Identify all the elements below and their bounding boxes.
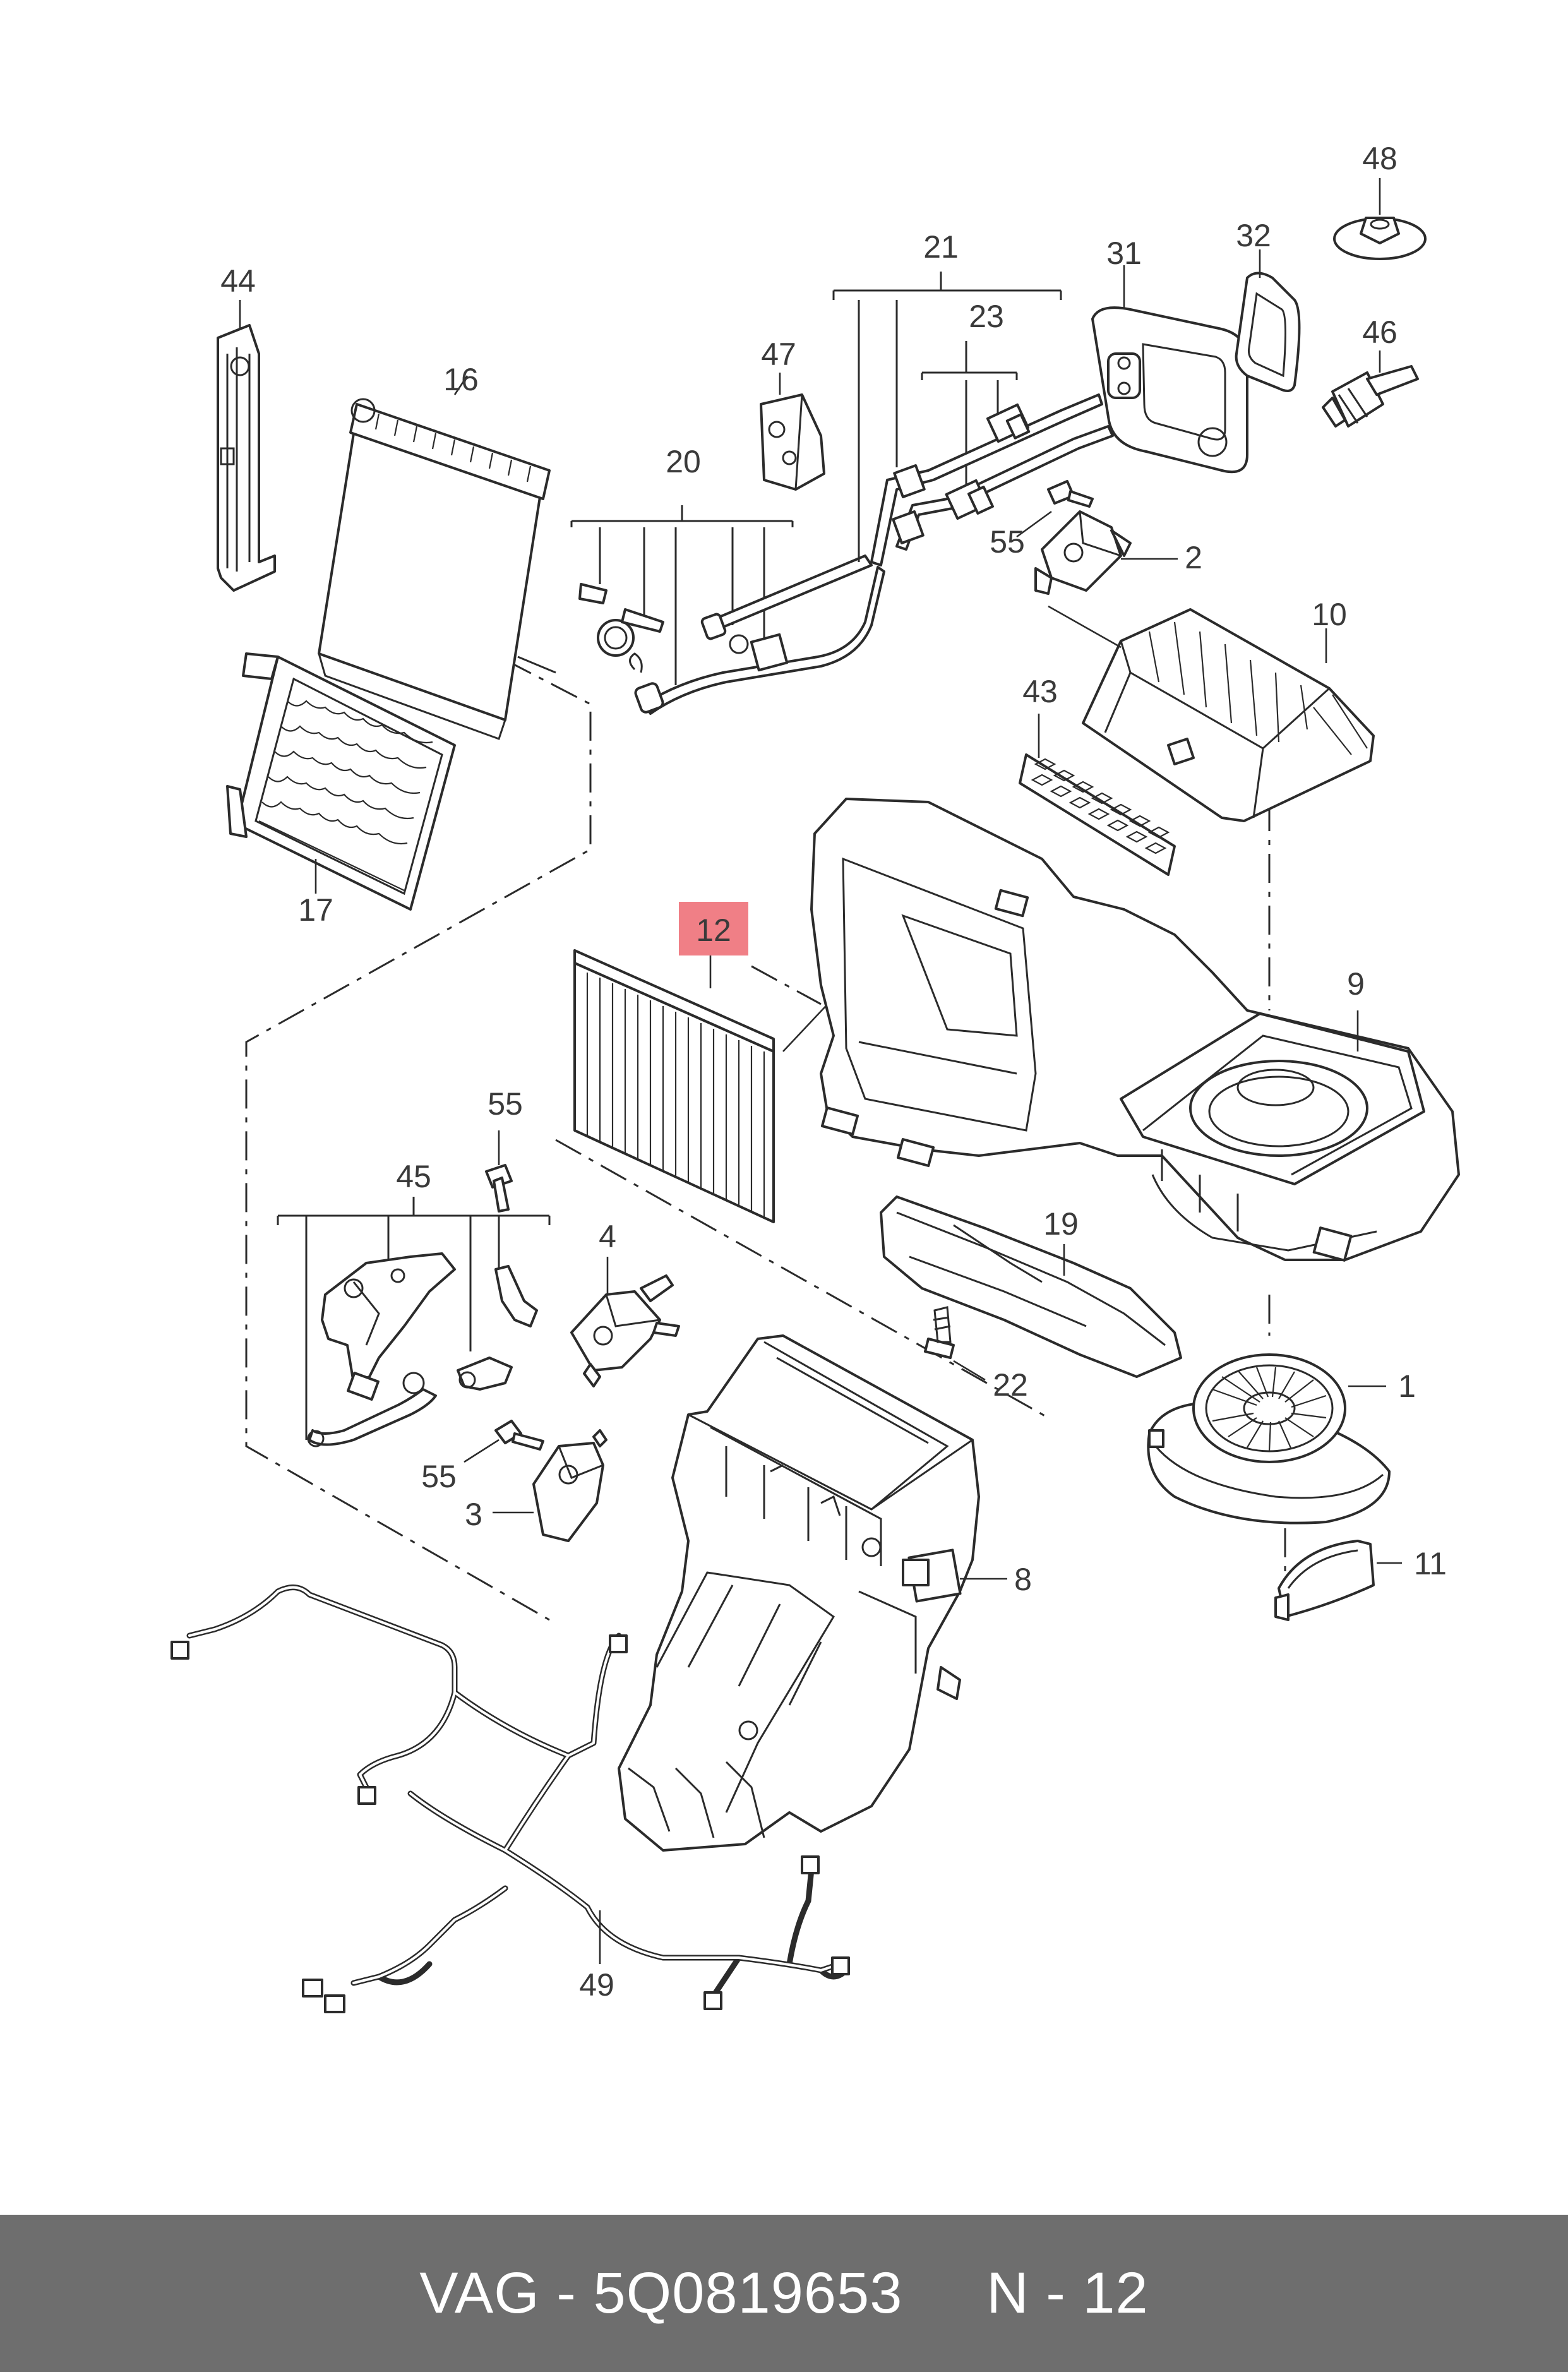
part-3-actuator xyxy=(493,1429,607,1542)
callout-9: 9 xyxy=(1347,966,1365,1002)
part-49-wiring-harness xyxy=(171,1584,850,2013)
callout-43: 43 xyxy=(1022,674,1058,709)
part-12-cabin-filter xyxy=(573,949,834,1223)
part-47-block xyxy=(760,373,825,491)
callout-1: 1 xyxy=(1398,1369,1416,1404)
part-8-lower-housing xyxy=(618,1334,1007,1852)
callout-49: 49 xyxy=(579,1967,614,2003)
part-4-actuator xyxy=(570,1257,680,1387)
callout-4: 4 xyxy=(599,1219,616,1254)
callout-22: 22 xyxy=(993,1367,1028,1403)
callout-31: 31 xyxy=(1106,236,1142,271)
callout-11: 11 xyxy=(1414,1546,1447,1581)
callout-17: 17 xyxy=(298,892,333,928)
part-44-side-trim xyxy=(217,300,276,592)
part-32-seal xyxy=(1235,249,1301,392)
callout-55-lower: 55 xyxy=(421,1459,457,1494)
part-11-cover xyxy=(1274,1540,1402,1621)
callout-12: 12 xyxy=(696,913,731,948)
part-19-shroud xyxy=(880,1195,1182,1378)
part-number-text: VAG - 5Q0819653 N - 12 xyxy=(419,2261,1149,2325)
part-55-upper-bolt xyxy=(1016,480,1094,538)
callout-3: 3 xyxy=(465,1497,482,1532)
part-10-housing xyxy=(1048,605,1375,822)
part-55-lower-bolt xyxy=(464,1420,544,1463)
callout-48: 48 xyxy=(1362,141,1397,176)
callout-45: 45 xyxy=(396,1159,431,1194)
part-45-linkage-set xyxy=(277,1197,551,1447)
callout-20: 20 xyxy=(666,444,701,479)
callout-10: 10 xyxy=(1312,597,1347,632)
part-2-actuator xyxy=(1034,510,1178,595)
callout-55-upper: 55 xyxy=(990,524,1025,560)
part-22-screw xyxy=(924,1306,986,1381)
exploded-parts-diagram: 44 16 17 20 21 23 47 31 32 48 46 55 2 10… xyxy=(171,141,1460,2013)
callout-2: 2 xyxy=(1185,540,1202,575)
callout-12-highlight xyxy=(679,902,748,955)
callout-47: 47 xyxy=(761,337,796,372)
callout-44: 44 xyxy=(220,263,256,299)
callout-23: 23 xyxy=(969,299,1004,334)
part-46-valve xyxy=(1322,350,1419,428)
callout-16: 16 xyxy=(443,362,479,397)
callout-labels: 44 16 17 20 21 23 47 31 32 48 46 55 2 10… xyxy=(220,141,1447,2003)
part-number-footer: VAG - 5Q0819653 N - 12 xyxy=(0,2215,1568,2372)
callout-21: 21 xyxy=(923,229,959,265)
callout-19: 19 xyxy=(1043,1206,1079,1242)
callout-46: 46 xyxy=(1362,314,1397,350)
part-43-mesh xyxy=(1019,714,1176,876)
part-9-main-housing xyxy=(810,798,1460,1262)
part-55-middle-bolt xyxy=(485,1130,513,1213)
callout-32: 32 xyxy=(1236,218,1271,253)
callout-8: 8 xyxy=(1014,1562,1032,1597)
part-21-23-pipes xyxy=(832,272,1114,566)
callout-55-middle: 55 xyxy=(488,1086,523,1122)
part-1-blower-fan xyxy=(1147,1353,1391,1524)
part-16-evaporator xyxy=(318,375,556,740)
part-31-flange xyxy=(1091,265,1249,474)
part-20-refrigerant-line xyxy=(570,505,885,715)
part-17-heater-core xyxy=(226,652,456,911)
assembly-dash-lines xyxy=(245,659,1286,1621)
part-48-nut xyxy=(1333,178,1427,260)
